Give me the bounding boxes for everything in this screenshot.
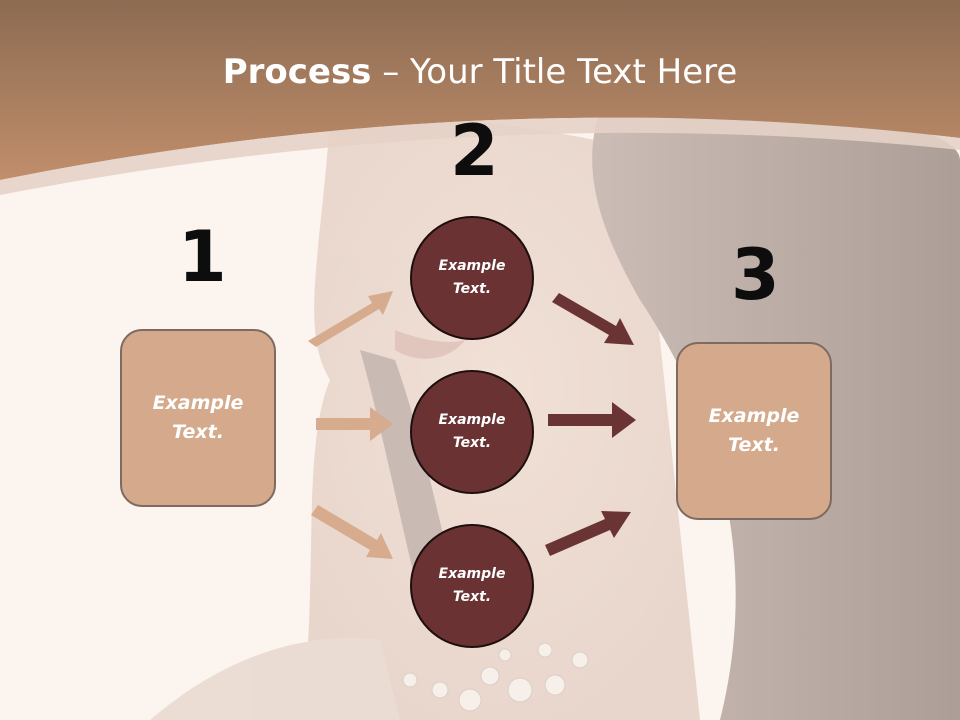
title-bold: Process (222, 52, 372, 92)
step-1-text: Example Text. (152, 392, 244, 443)
middle-circle-2-text: Example Text. (438, 412, 506, 451)
middle-circle-3-text: Example Text. (438, 566, 506, 605)
step-3-box: Example Text. (676, 342, 832, 520)
middle-circle-2: Example Text. (410, 370, 534, 494)
middle-circle-1: Example Text. (410, 216, 534, 340)
step-number-2: 2 (450, 110, 499, 192)
step-3-text: Example Text. (708, 405, 800, 456)
title-rest: – Your Title Text Here (371, 52, 738, 92)
step-number-1: 1 (178, 216, 227, 298)
step-1-box: Example Text. (120, 329, 276, 507)
middle-circle-3: Example Text. (410, 524, 534, 648)
step-number-3: 3 (731, 234, 780, 316)
middle-circle-1-text: Example Text. (438, 258, 506, 297)
slide-title: Process – Your Title Text Here (0, 52, 960, 92)
